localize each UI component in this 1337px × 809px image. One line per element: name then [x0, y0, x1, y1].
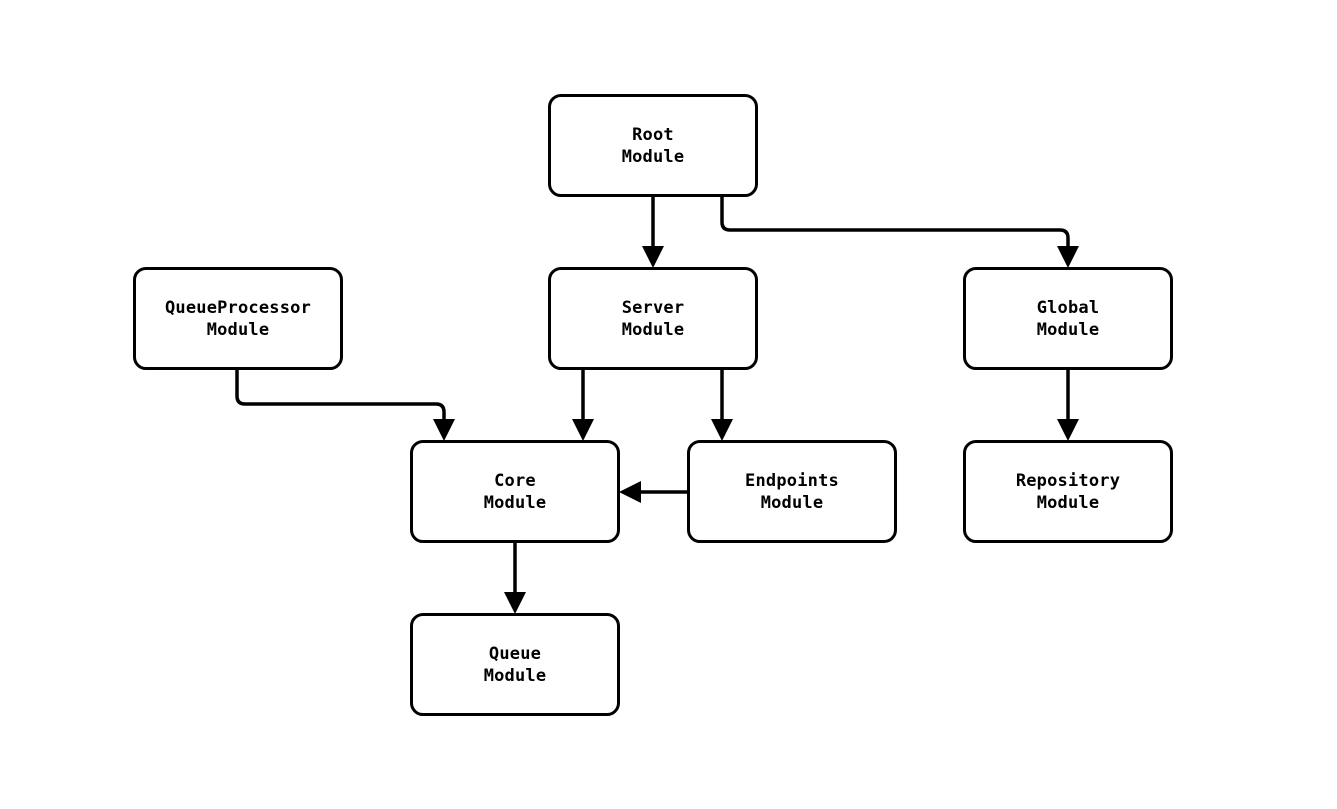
- node-endpoints-module[interactable]: Endpoints Module: [687, 440, 897, 543]
- node-server-module[interactable]: Server Module: [548, 267, 758, 370]
- node-root-module-line1: Root: [632, 124, 674, 145]
- node-repository-module[interactable]: Repository Module: [963, 440, 1173, 543]
- node-endpoints-module-line2: Module: [760, 492, 824, 513]
- node-server-module-line1: Server: [621, 297, 685, 318]
- node-queue-module-line2: Module: [483, 665, 547, 686]
- node-repository-module-line2: Module: [1036, 492, 1100, 513]
- node-root-module[interactable]: Root Module: [548, 94, 758, 197]
- node-queue-module-line1: Queue: [488, 643, 542, 664]
- node-core-module-line2: Module: [483, 492, 547, 513]
- edge-global-to-repository: [1057, 370, 1079, 441]
- node-core-module-line1: Core: [494, 470, 536, 491]
- node-queueprocessor-module-line1: QueueProcessor: [164, 297, 312, 318]
- edge-queueprocessor-to-core: [235, 370, 455, 441]
- node-queueprocessor-module[interactable]: QueueProcessor Module: [133, 267, 343, 370]
- node-global-module-line1: Global: [1036, 297, 1100, 318]
- node-root-module-line2: Module: [621, 146, 685, 167]
- node-repository-module-line1: Repository: [1015, 470, 1121, 491]
- edge-root-to-server: [642, 197, 664, 268]
- edge-server-to-core: [572, 370, 594, 441]
- node-core-module[interactable]: Core Module: [410, 440, 620, 543]
- node-global-module[interactable]: Global Module: [963, 267, 1173, 370]
- edge-endpoints-to-core: [619, 481, 687, 503]
- edge-server-to-endpoints: [711, 370, 733, 441]
- node-queueprocessor-module-line2: Module: [206, 319, 270, 340]
- edge-core-to-queue: [504, 543, 526, 614]
- node-server-module-line2: Module: [621, 319, 685, 340]
- node-global-module-line2: Module: [1036, 319, 1100, 340]
- node-endpoints-module-line1: Endpoints: [745, 470, 839, 491]
- node-queue-module[interactable]: Queue Module: [410, 613, 620, 716]
- edge-root-to-global: [720, 197, 1079, 268]
